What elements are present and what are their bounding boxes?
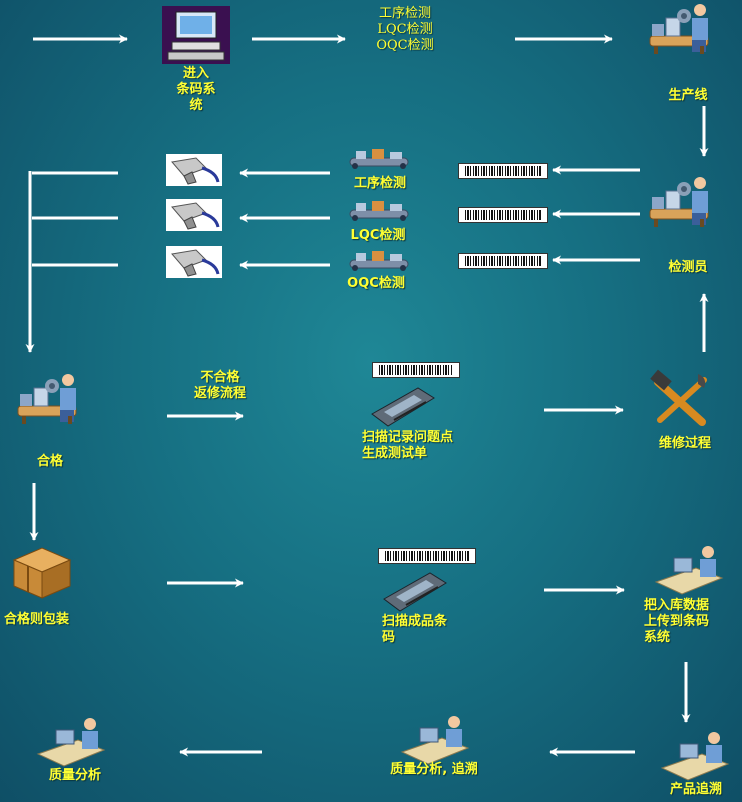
oqc-inspection-label: OQC检测 — [347, 276, 405, 291]
barcode-icon — [458, 163, 548, 179]
barcode-scanner-icon — [164, 197, 224, 233]
barcode-icon — [378, 548, 476, 564]
production-line-label: 生产线 — [668, 88, 708, 103]
unqualified-rework-label: 不合格 返修流程 — [193, 370, 246, 401]
repair-process-label: 维修过程 — [658, 436, 711, 451]
computer-icon — [162, 6, 230, 64]
desk-worker-icon — [661, 731, 729, 781]
worker-station-icon — [17, 373, 77, 425]
conveyor-icon — [349, 200, 409, 222]
scan-record-issue-label: 扫描记录问题点 生成测试单 — [362, 430, 454, 461]
barcode-scanner-icon — [164, 152, 224, 188]
barcode-icon — [372, 362, 460, 378]
package-box-icon — [12, 547, 72, 599]
quality-analysis-trace-label: 质量分析, 追溯 — [390, 762, 478, 777]
upload-inbound-data-label: 把入库数据 上传到条码 系统 — [644, 598, 710, 645]
barcode-scanner-icon — [164, 244, 224, 280]
flow-arrows — [25, 34, 709, 757]
lqc-inspection-label: LQC检测 — [350, 228, 406, 243]
repair-tools-icon — [650, 369, 707, 426]
barcode-icon — [458, 207, 548, 223]
qualified-label: 合格 — [36, 454, 63, 469]
product-trace-label: 产品追溯 — [669, 782, 722, 797]
barcode-icon — [458, 253, 548, 269]
worker-station-icon — [649, 3, 709, 55]
quality-analysis-label: 质量分析 — [48, 768, 101, 783]
desk-worker-icon — [37, 717, 105, 767]
worker-station-icon — [649, 176, 709, 228]
pack-if-qualified-label: 合格则包装 — [4, 612, 70, 627]
process-inspection-top-label: 工序检测 LQC检测 OQC检测 — [376, 6, 434, 53]
conveyor-icon — [349, 250, 409, 272]
inspector-label: 检测员 — [668, 260, 708, 275]
desk-worker-icon — [655, 545, 723, 595]
handheld-terminal-icon — [371, 387, 435, 427]
handheld-terminal-icon — [383, 572, 447, 612]
enter-system-label: 进入 条码系 统 — [176, 66, 216, 113]
desk-worker-icon — [401, 715, 469, 765]
conveyor-icon — [349, 148, 409, 170]
scan-product-barcode-label: 扫描成品条 码 — [382, 614, 448, 645]
process-inspection-label: 工序检测 — [353, 176, 406, 191]
